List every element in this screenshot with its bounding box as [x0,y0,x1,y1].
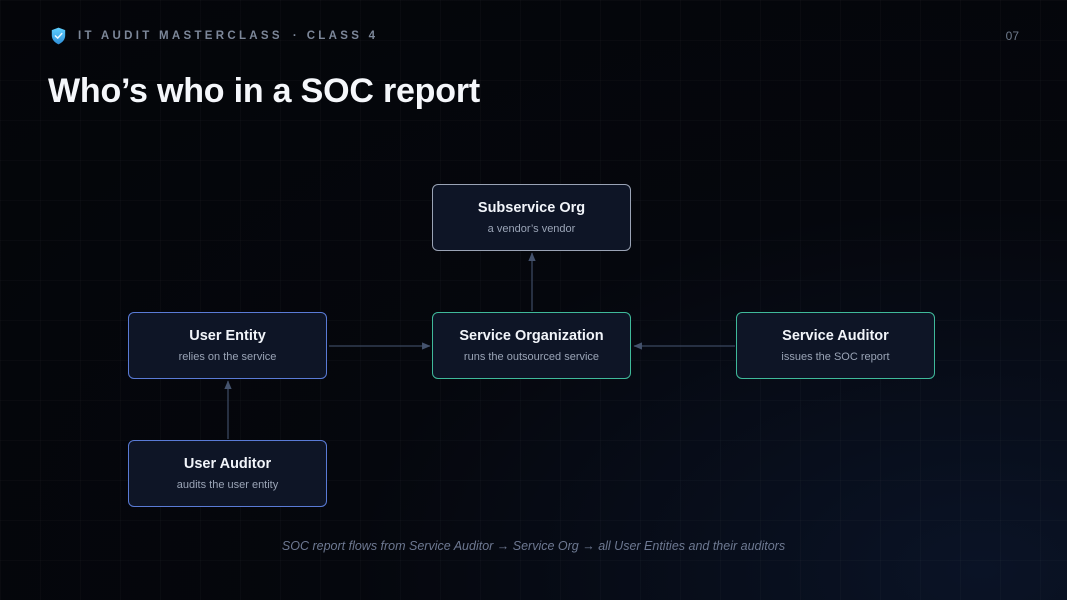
node-title: Service Organization [459,328,604,344]
node-subtitle: relies on the service [178,351,277,363]
class-label: CLASS 4 [306,30,379,42]
node-subtitle: runs the outsourced service [463,351,600,363]
page-title: Who’s who in a SOC report [48,72,480,110]
diagram-caption: SOC report flows from Service Auditor → … [281,539,786,553]
node-subtitle: a vendor’s vendor [487,223,576,235]
shield-check-icon [51,27,66,45]
course-kicker: IT AUDIT MASTERCLASS · CLASS 4 [78,30,378,42]
node-title: Service Auditor [782,328,889,344]
course-name: IT AUDIT MASTERCLASS [78,30,283,42]
kicker-separator: · [292,30,297,42]
node-user-auditor: User Auditor audits the user entity [128,440,327,507]
node-user-entity: User Entity relies on the service [128,312,327,379]
node-subservice-org: Subservice Org a vendor’s vendor [432,184,631,251]
node-service-auditor: Service Auditor issues the SOC report [736,312,935,379]
node-service-organization: Service Organization runs the outsourced… [432,312,631,379]
node-title: User Auditor [183,456,272,472]
node-subtitle: audits the user entity [176,479,279,491]
node-title: Subservice Org [477,200,586,216]
node-title: User Entity [189,328,266,344]
slide-header: IT AUDIT MASTERCLASS · CLASS 4 [51,27,378,45]
node-subtitle: issues the SOC report [781,351,890,363]
page-number: 07 [1005,29,1019,43]
